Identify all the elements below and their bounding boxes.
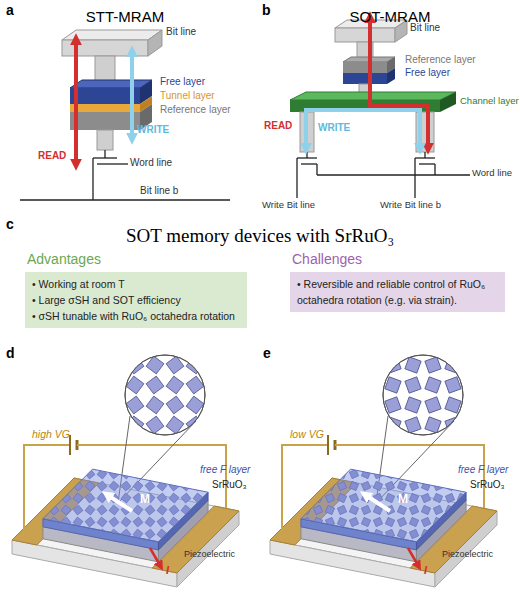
label: d [6,345,15,361]
magnifier [383,355,463,435]
free-layer-top [301,469,466,542]
bit-line-side [148,30,162,56]
challenges-box: Challenges• Reversible and reliable cont… [290,272,505,312]
label: b [262,2,271,18]
label: c [6,216,14,232]
label: a [6,2,14,18]
label: Free layer [160,76,205,88]
label: I [424,564,427,577]
box-heading: Challenges [292,251,362,267]
label: WRITE [318,122,350,134]
label: Bit line [166,26,196,38]
advantages-box: Advantages• Working at room T• Large σSH… [25,272,247,328]
label: Word line [472,168,512,179]
bullet-item: • σSH tunable with RuO₆ octahedra rotati… [32,308,240,324]
label: free F layer [458,464,508,476]
bullet-item: • Reversible and reliable control of RuO… [297,276,498,308]
label: Word line [130,157,172,169]
reference-layer [70,112,140,130]
bit-line-front [335,28,395,42]
write-path [306,110,420,150]
label: SrRuO₃ [212,479,247,491]
label: Write Bit line b [380,200,441,211]
pillar [97,130,113,150]
octahedra-surface [301,469,466,542]
label: Bit line b [140,185,178,197]
label: READ [38,150,66,162]
octahedra-surface [43,469,208,542]
label: Channel layer [460,96,519,107]
transistor [20,150,230,200]
label: Free layer [405,67,450,79]
label: Piezoelectric [442,549,493,559]
label: low VG [290,428,324,440]
channel-side [440,92,456,112]
magnifier [125,355,205,435]
channel-top [290,92,456,100]
free-layer-top [70,80,152,88]
label: I [166,564,169,577]
magnetization-arrow [106,494,132,511]
label: WRITE [137,124,169,136]
label: M [140,493,150,507]
label: SrRuO₃ [470,479,505,491]
tunnel-layer [70,104,140,112]
magnetization-arrow [364,494,390,511]
label: Piezoelectric [184,549,235,559]
label: Reference layer [405,54,476,66]
device [12,416,239,587]
transistor [297,152,470,198]
label: Write Bit line [262,200,315,211]
label: READ [264,120,292,132]
bullet-item: • Working at room T [32,276,240,292]
label: high VG [32,428,70,440]
label: STT-MRAM [0,8,250,25]
reference-layer [343,62,387,73]
free-layer-side [387,68,395,84]
label: SOT-MRAM [262,8,518,25]
box-heading: Advantages [27,251,101,267]
octahedra-zoom [383,355,463,435]
read-arrow [74,38,78,166]
label: Reference layer [160,104,231,116]
free-layer-top [43,469,208,542]
label: Bit line [410,22,440,34]
label: e [263,345,271,361]
octahedra-zoom [125,355,205,435]
label: free F layer [200,464,250,476]
label: Tunnel layer [160,90,215,102]
free-layer [70,88,140,104]
panel-heading: SOT memory devices with SrRuO₃ [0,225,520,247]
write-arrow [130,50,134,140]
free-layer [343,73,387,84]
bullet-item: • Large σSH and SOT efficiency [32,292,240,308]
label: M [398,493,408,507]
device [270,416,497,587]
